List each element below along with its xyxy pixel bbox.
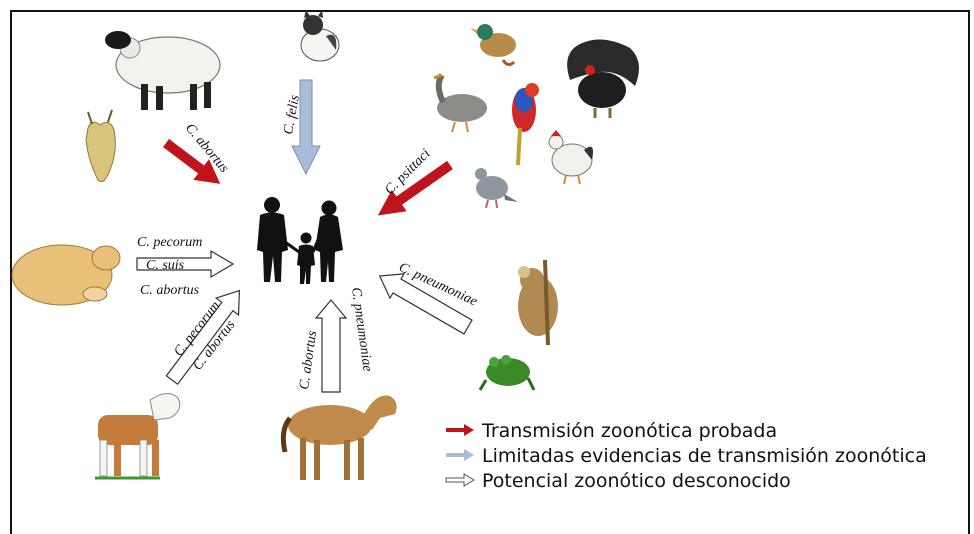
frog-icon bbox=[478, 355, 536, 391]
label-pig-1: C. pecorum bbox=[137, 235, 202, 250]
arrow-cat bbox=[291, 79, 321, 176]
rooster-icon bbox=[548, 130, 593, 185]
human-family-icon bbox=[257, 197, 343, 284]
parrot-icon bbox=[512, 83, 539, 166]
arrow-sheep-goat bbox=[162, 139, 221, 184]
label-pig-2: C. suis bbox=[146, 258, 185, 273]
label-horse-2: C. pneumoniae bbox=[348, 286, 375, 372]
figure-frame bbox=[10, 10, 970, 534]
legend-label-limited: Limitadas evidencias de transmisión zoon… bbox=[482, 445, 927, 467]
koala-icon bbox=[518, 259, 558, 346]
legend-label-proven: Transmisión zoonótica probada bbox=[481, 420, 777, 442]
legend-label-unknown: Potencial zoonótico desconocido bbox=[482, 470, 791, 492]
pig-icon bbox=[11, 244, 121, 306]
label-pig-3: C. abortus bbox=[140, 283, 200, 298]
arrow-birds bbox=[377, 160, 453, 216]
legend-item-unknown: Potencial zoonótico desconocido bbox=[445, 470, 791, 492]
arrow-calf bbox=[165, 289, 241, 386]
sheep-icon bbox=[105, 31, 221, 110]
cat-icon bbox=[300, 10, 340, 62]
legend: Transmisión zoonótica probada Limitadas … bbox=[445, 420, 927, 492]
goat-icon bbox=[85, 109, 116, 183]
arrow-koala-frog bbox=[378, 273, 473, 335]
label-horse-1: C. abortus bbox=[297, 329, 320, 390]
horse-icon bbox=[280, 395, 397, 480]
arrow-horse bbox=[314, 299, 348, 393]
pigeon-icon bbox=[475, 168, 518, 209]
calf-icon bbox=[95, 393, 181, 480]
legend-item-proven: Transmisión zoonótica probada bbox=[446, 420, 777, 442]
turkey-icon bbox=[567, 39, 639, 118]
goose-icon bbox=[433, 73, 487, 133]
legend-item-limited: Limitadas evidencias de transmisión zoon… bbox=[446, 445, 927, 467]
label-cat: C. felis bbox=[281, 93, 303, 135]
arrow-pig bbox=[136, 249, 235, 279]
duck-icon bbox=[470, 24, 516, 67]
